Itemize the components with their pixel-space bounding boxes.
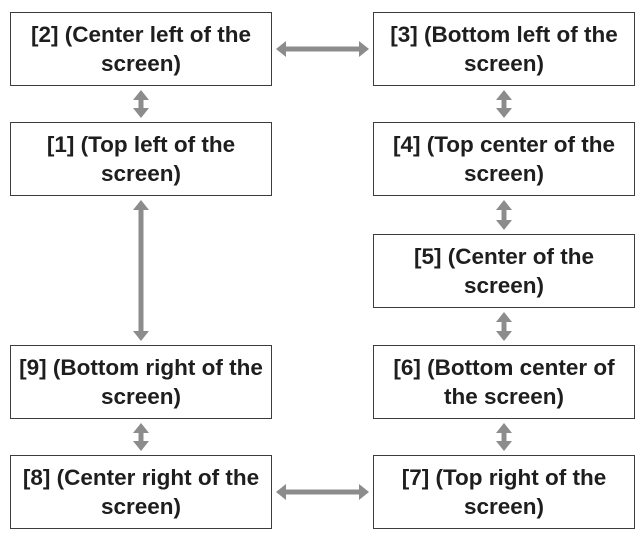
arrow-b2-b3 [276, 41, 369, 57]
box-center-left-label: [2] (Center left of the screen) [30, 22, 251, 76]
box-top-right: [7] (Top right of the screen) [373, 455, 635, 529]
box-bottom-left: [3] (Bottom left of the screen) [373, 12, 635, 86]
box-bottom-left-label: [3] (Bottom left of the screen) [390, 22, 618, 76]
box-top-center: [4] (Top center of the screen) [373, 122, 635, 196]
box-top-left-label: [1] (Top left of the screen) [46, 132, 236, 186]
box-top-center-label: [4] (Top center of the screen) [392, 132, 616, 186]
box-bottom-center: [6] (Bottom center of the screen) [373, 345, 635, 419]
box-center-left: [2] (Center left of the screen) [10, 12, 272, 86]
box-top-left: [1] (Top left of the screen) [10, 122, 272, 196]
box-center-right: [8] (Center right of the screen) [10, 455, 272, 529]
box-bottom-center-label: [6] (Bottom center of the screen) [393, 355, 615, 409]
arrow-b4-b5 [496, 200, 512, 230]
box-center: [5] (Center of the screen) [373, 234, 635, 308]
arrow-b9-b8 [133, 423, 149, 451]
box-center-right-label: [8] (Center right of the screen) [22, 465, 260, 519]
arrow-b3-b4 [496, 90, 512, 118]
box-top-right-label: [7] (Top right of the screen) [401, 465, 607, 519]
box-bottom-right: [9] (Bottom right of the screen) [10, 345, 272, 419]
arrow-b6-b7 [496, 423, 512, 451]
box-bottom-right-label: [9] (Bottom right of the screen) [19, 355, 263, 409]
arrow-b5-b6 [496, 312, 512, 341]
arrow-b8-b7 [276, 484, 369, 500]
arrow-b1-b9 [133, 200, 149, 341]
box-center-label: [5] (Center of the screen) [414, 244, 594, 298]
arrow-b2-b1 [133, 90, 149, 118]
